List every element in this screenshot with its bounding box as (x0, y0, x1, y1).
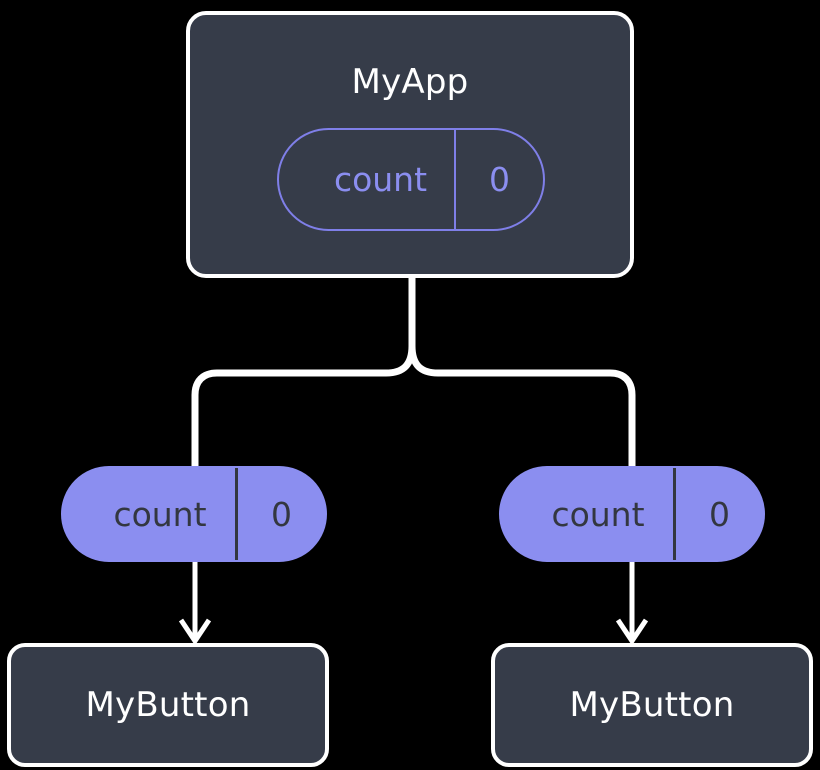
state-pill-right-value: 0 (673, 468, 763, 560)
state-pill-left-value: 0 (235, 468, 325, 560)
state-pill-root-value: 0 (454, 130, 543, 229)
state-pill-right-key: count (551, 494, 645, 534)
component-title-mybutton-left: MyButton (85, 685, 251, 725)
component-box-mybutton-right[interactable]: MyButton (491, 643, 813, 767)
component-title-mybutton-right: MyButton (569, 685, 735, 725)
state-pill-right[interactable]: count 0 (499, 466, 765, 562)
arrow-head-left-icon (178, 618, 212, 646)
wire-branch-left (191, 345, 416, 470)
component-title-myapp: MyApp (351, 62, 469, 102)
state-pill-left[interactable]: count 0 (61, 466, 327, 562)
state-pill-left-key: count (113, 494, 207, 534)
state-pill-root-key: count (333, 160, 428, 199)
component-box-mybutton-left[interactable]: MyButton (7, 643, 329, 767)
state-pill-root[interactable]: count 0 (277, 128, 545, 231)
wire-branch-right (408, 345, 636, 470)
arrow-head-right-icon (615, 618, 649, 646)
